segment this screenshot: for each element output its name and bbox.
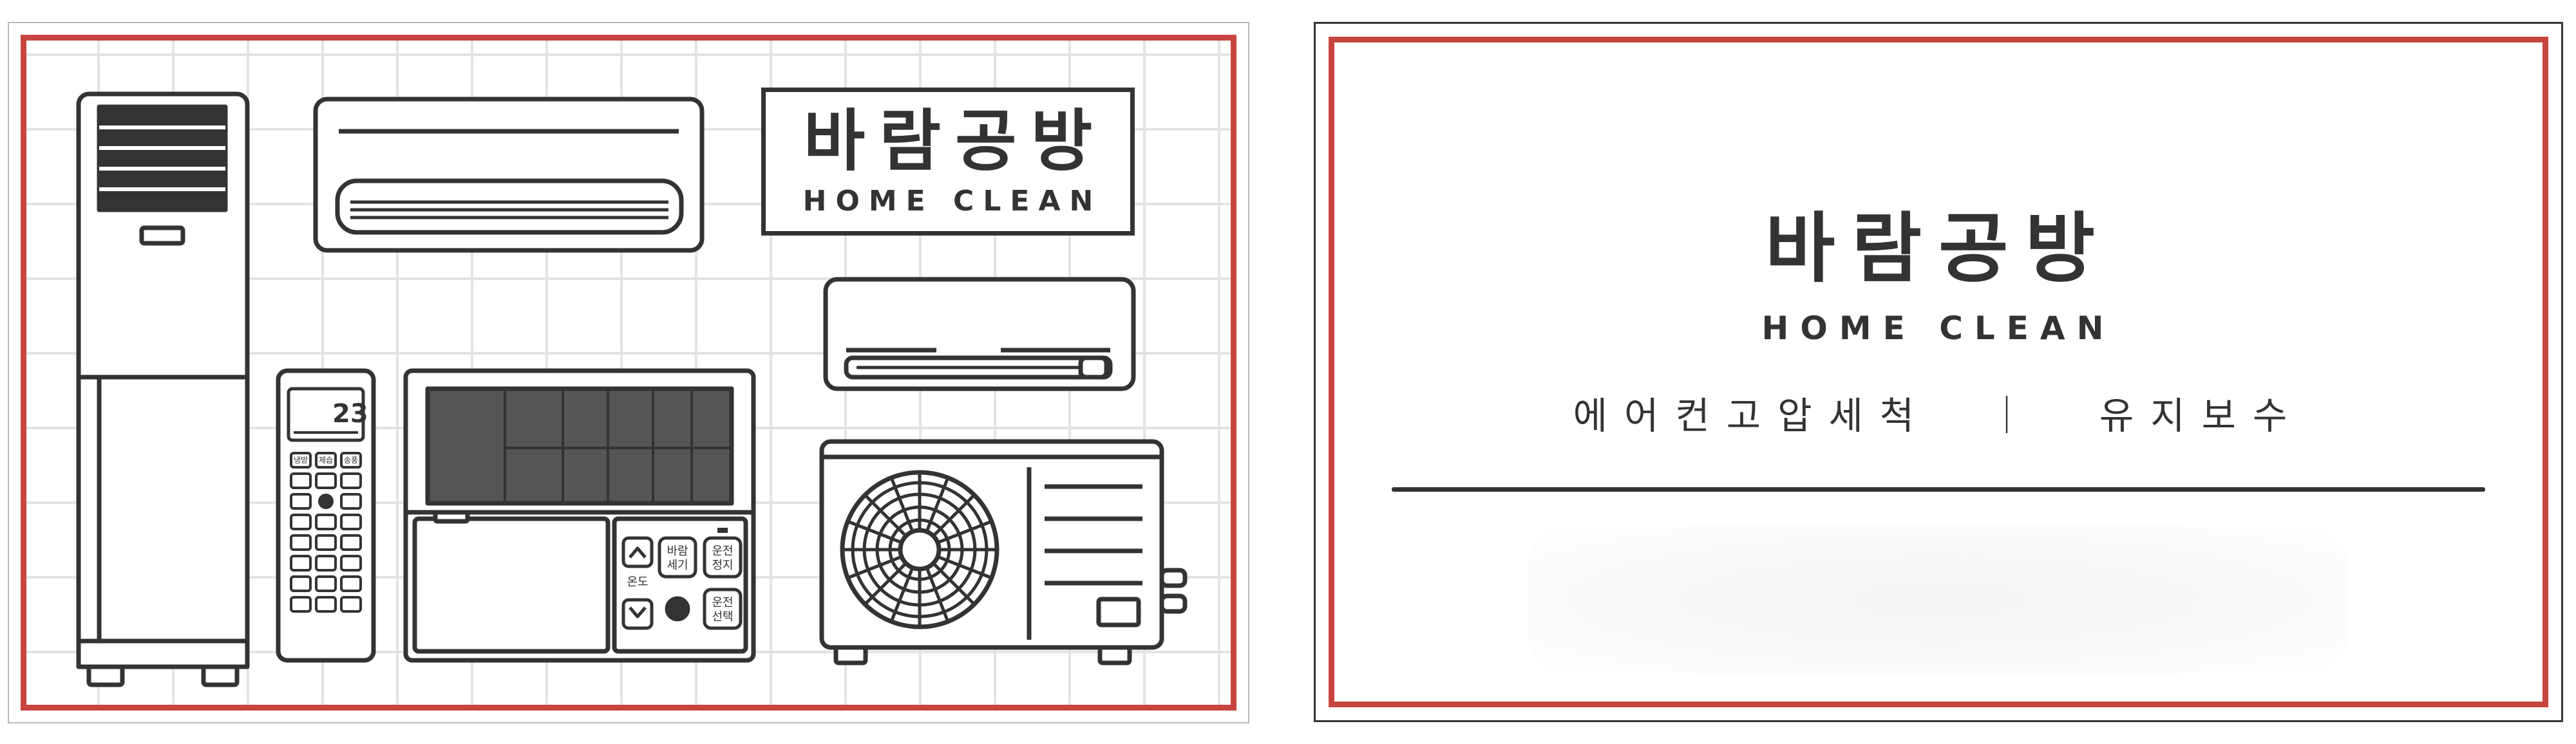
- back-brand-korean-name: 바람공방: [1765, 204, 2112, 293]
- controller-stop-line1: 운전: [712, 544, 733, 558]
- wall-air-conditioner-small-icon: [823, 277, 1136, 391]
- controller-temp-label: 온도: [627, 575, 648, 589]
- appliance-illustrations: 23 냉방 제습 송풍 온도 바람 세기 운전 정지 운전 선택: [76, 91, 1188, 687]
- outdoor-unit-icon: [819, 439, 1188, 665]
- business-card-front: 23 냉방 제습 송풍 온도 바람 세기 운전 정지 운전 선택 바람공방 HO…: [8, 22, 1249, 723]
- remote-display-number: 23: [332, 399, 368, 429]
- red-border-frame: [21, 35, 1236, 711]
- remote-btn-cool: 냉방: [294, 456, 308, 465]
- remote-btn-fan: 송풍: [344, 456, 358, 465]
- divider-line: [1392, 487, 2485, 492]
- controller-fan-speed-line1: 바람: [667, 544, 688, 558]
- business-card-back: 바람공방 HOME CLEAN 에어컨고압세척 ｜ 유지보수: [1314, 22, 2563, 722]
- controller-fan-speed-line2: 세기: [667, 559, 688, 572]
- controller-mode-line2: 선택: [712, 610, 733, 624]
- controller-mode-line1: 운전: [712, 596, 733, 609]
- remote-btn-dehumid: 제습: [319, 456, 333, 465]
- blurred-contact-area: [1528, 526, 2349, 674]
- controller-stop-line2: 정지: [712, 559, 733, 572]
- brand-english-name: HOME CLEAN: [802, 185, 1103, 218]
- service-description: 에어컨고압세척 ｜ 유지보수: [1573, 394, 2304, 438]
- brand-korean-name: 바람공방: [803, 102, 1107, 180]
- remote-control-icon: [276, 368, 376, 663]
- back-content: 바람공방 HOME CLEAN 에어컨고압세척 ｜ 유지보수: [1316, 24, 2561, 720]
- back-brand-english-name: HOME CLEAN: [1761, 310, 2116, 347]
- ceiling-panel-unit-icon: [403, 368, 756, 663]
- wall-air-conditioner-large-icon: [313, 97, 705, 253]
- red-border-frame: [1329, 37, 2548, 707]
- standing-air-conditioner-icon: [76, 91, 250, 687]
- brand-logo-box: 바람공방 HOME CLEAN: [761, 88, 1135, 236]
